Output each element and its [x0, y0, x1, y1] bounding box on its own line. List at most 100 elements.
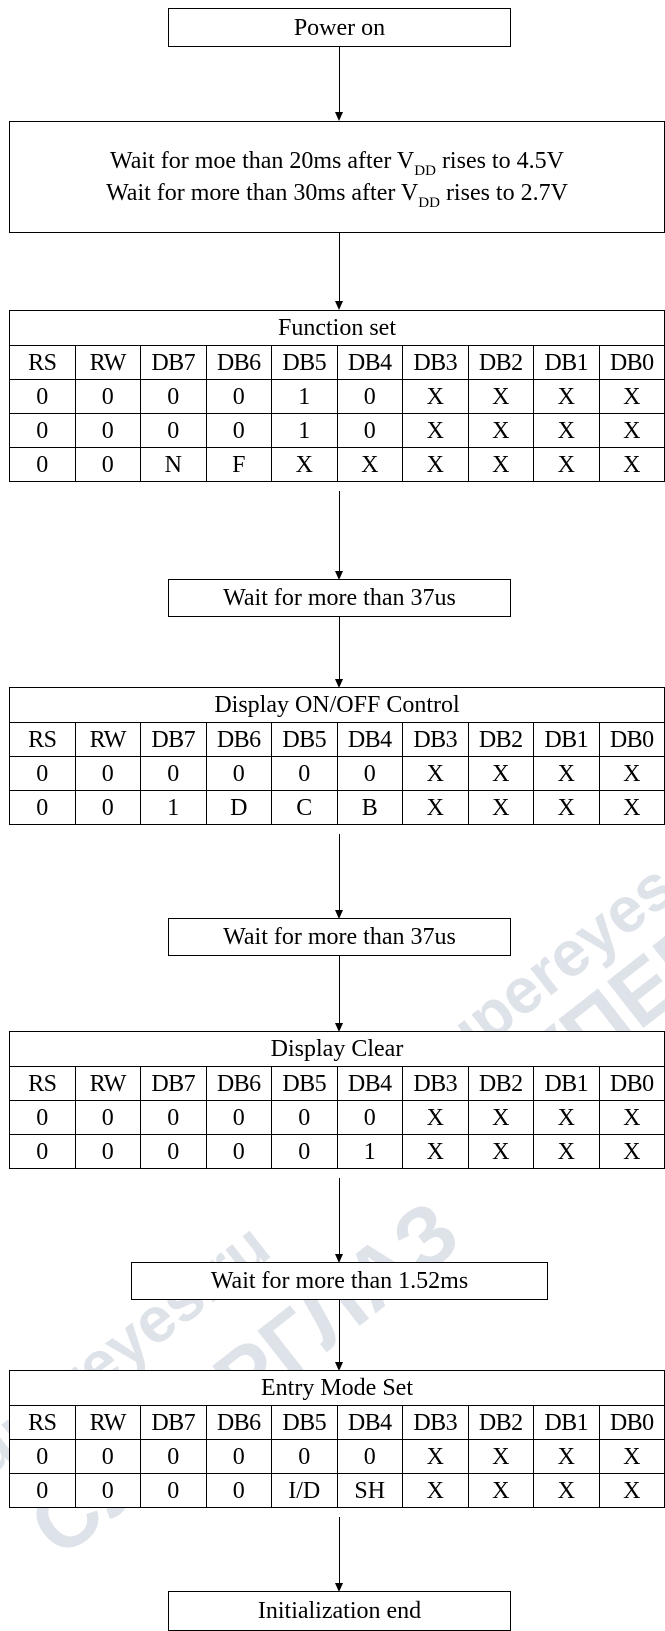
cell: 0	[9, 447, 76, 482]
col-header: DB7	[140, 722, 207, 757]
cell: 0	[205, 756, 272, 791]
cell: 0	[140, 1134, 207, 1169]
init-end-label: Initialization end	[257, 1598, 422, 1624]
col-header: DB4	[336, 1405, 403, 1440]
cell: 0	[9, 413, 76, 448]
cell: 1	[140, 790, 207, 825]
arrowhead-9	[335, 1583, 343, 1592]
cell: 0	[336, 1100, 403, 1135]
arrowhead-3	[335, 571, 343, 580]
cell: X	[598, 756, 665, 791]
col-header: DB1	[533, 1066, 600, 1101]
col-header: DB2	[467, 1066, 534, 1101]
cell: 0	[74, 1473, 141, 1508]
col-header: DB1	[533, 1405, 600, 1440]
connector-5	[339, 834, 340, 912]
cell: X	[598, 413, 665, 448]
cell: 0	[9, 1439, 76, 1474]
table-row: 0 0 0 0 I/D SH X X X X	[9, 1473, 665, 1508]
cell: 0	[140, 1100, 207, 1135]
cell: X	[467, 1439, 534, 1474]
connector-6	[339, 956, 340, 1025]
col-header: DB5	[271, 1405, 338, 1440]
table-title: Function set	[9, 310, 665, 346]
cell: I/D	[271, 1473, 338, 1508]
cell: 0	[205, 1100, 272, 1135]
col-header: DB2	[467, 1405, 534, 1440]
cell: 0	[140, 1473, 207, 1508]
col-header: DB1	[533, 345, 600, 380]
cell: 0	[9, 790, 76, 825]
cell: N	[140, 447, 207, 482]
cell: X	[598, 1100, 665, 1135]
arrowhead-5	[335, 910, 343, 919]
arrowhead-6	[335, 1023, 343, 1032]
cell: X	[402, 447, 469, 482]
col-header: RW	[74, 1066, 141, 1101]
col-header: DB5	[271, 345, 338, 380]
cell: X	[467, 756, 534, 791]
cell: X	[467, 379, 534, 414]
cell: C	[271, 790, 338, 825]
col-header: DB0	[598, 1405, 665, 1440]
table-title: Display ON/OFF Control	[9, 687, 665, 723]
col-header: DB2	[467, 345, 534, 380]
cell: 0	[140, 379, 207, 414]
cell: X	[598, 790, 665, 825]
col-header: DB6	[205, 1405, 272, 1440]
cell: 0	[271, 1134, 338, 1169]
table-row: 0 0 0 0 0 0 X X X X	[9, 1100, 665, 1135]
col-header: DB3	[402, 345, 469, 380]
cell: 1	[271, 413, 338, 448]
wait-152ms-label: Wait for more than 1.52ms	[210, 1268, 469, 1294]
connector-8	[339, 1300, 340, 1364]
cell: 0	[74, 447, 141, 482]
cell: X	[467, 413, 534, 448]
vdd-wait-line-2: Wait for more than 30ms after VDD rises …	[106, 180, 568, 211]
col-header: RS	[9, 1405, 76, 1440]
col-header: DB0	[598, 345, 665, 380]
col-header: RS	[9, 722, 76, 757]
cell: X	[598, 1439, 665, 1474]
power-on-label: Power on	[293, 14, 386, 41]
display-control-table: Display ON/OFF Control RS RW DB7 DB6 DB5…	[9, 687, 665, 825]
cell: 1	[271, 379, 338, 414]
col-header: DB0	[598, 722, 665, 757]
col-header: RW	[74, 722, 141, 757]
arrowhead-4	[335, 679, 343, 688]
col-header: DB3	[402, 1405, 469, 1440]
cell: 0	[205, 413, 272, 448]
col-header: DB7	[140, 1066, 207, 1101]
power-on-box: Power on	[168, 8, 511, 47]
col-header: DB4	[336, 1066, 403, 1101]
wait-152ms-box: Wait for more than 1.52ms	[131, 1262, 548, 1300]
wait-37us-box-1: Wait for more than 37us	[168, 579, 511, 617]
function-set-table: Function set RS RW DB7 DB6 DB5 DB4 DB3 D…	[9, 310, 665, 482]
vdd-wait-box: Wait for moe than 20ms after VDD rises t…	[9, 121, 665, 233]
cell: X	[533, 1100, 600, 1135]
table-row: 0 0 0 0 1 0 X X X X	[9, 413, 665, 448]
cell: 0	[9, 1100, 76, 1135]
col-header: DB1	[533, 722, 600, 757]
cell: 0	[140, 756, 207, 791]
col-header: DB6	[205, 722, 272, 757]
col-header: DB4	[336, 345, 403, 380]
cell: 0	[9, 756, 76, 791]
cell: 0	[336, 756, 403, 791]
cell: X	[598, 447, 665, 482]
cell: X	[533, 1134, 600, 1169]
cell: X	[467, 1473, 534, 1508]
cell: 0	[74, 1134, 141, 1169]
col-header: DB5	[271, 722, 338, 757]
connector-9	[339, 1517, 340, 1585]
wait-37us-label-2: Wait for more than 37us	[223, 924, 456, 950]
cell: 0	[140, 413, 207, 448]
cell: 0	[74, 379, 141, 414]
cell: 0	[205, 379, 272, 414]
cell: X	[336, 447, 403, 482]
cell: X	[402, 1100, 469, 1135]
table-row: 0 0 1 D C B X X X X	[9, 790, 665, 825]
arrowhead-1	[335, 112, 343, 121]
cell: X	[467, 1134, 534, 1169]
table-row: 0 0 0 0 0 0 X X X X	[9, 1439, 665, 1474]
